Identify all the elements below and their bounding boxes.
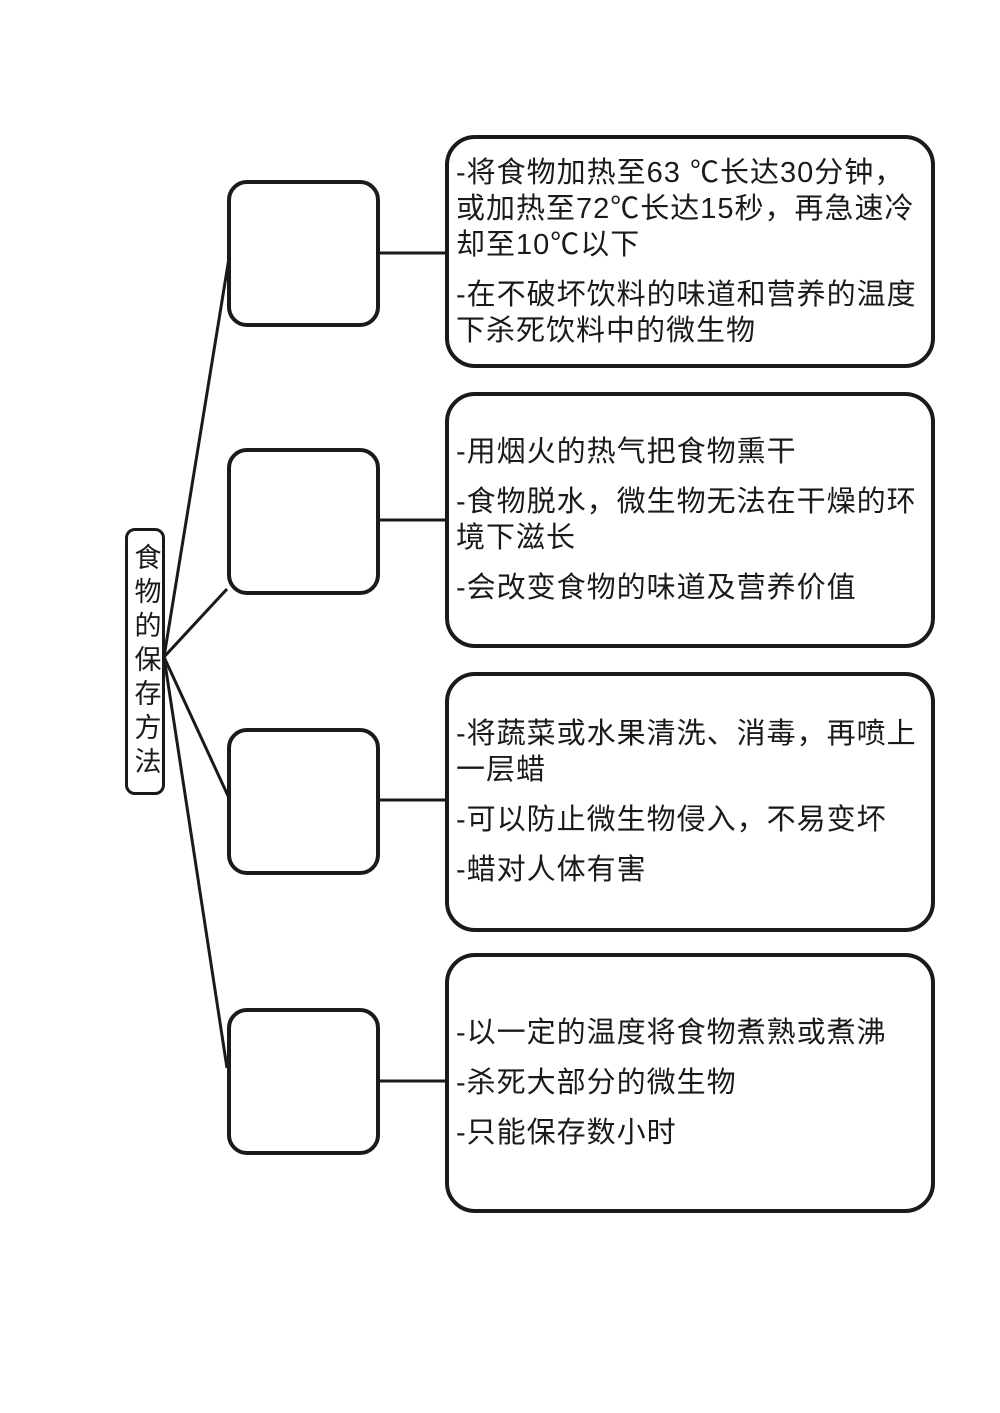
detail-text: -将蔬菜或水果清洗、消毒，再喷上一层蜡 xyxy=(456,718,917,786)
method-answer-box-2[interactable] xyxy=(227,448,380,595)
method-answer-box-1[interactable] xyxy=(227,180,380,327)
detail-box-3: -将蔬菜或水果清洗、消毒，再喷上一层蜡 -可以防止微生物侵入，不易变坏 -蜡对人… xyxy=(445,672,935,932)
detail-box-4: -以一定的温度将食物煮熟或煮沸 -杀死大部分的微生物 -只能保存数小时 xyxy=(445,953,935,1213)
detail-text: -只能保存数小时 xyxy=(456,1117,677,1149)
detail-box-2: -用烟火的热气把食物熏干 -食物脱水，微生物无法在干燥的环境下滋长 -会改变食物… xyxy=(445,392,935,648)
method-answer-box-4[interactable] xyxy=(227,1008,380,1155)
branch-line-2 xyxy=(162,587,229,659)
method-answer-box-3[interactable] xyxy=(227,728,380,875)
branch-line-4 xyxy=(162,656,229,1069)
branch-line-1 xyxy=(162,257,231,658)
detail-box-1: -将食物加热至63 ℃长达30分钟，或加热至72℃长达15秒，再急速冷却至10℃… xyxy=(445,135,935,368)
detail-text: -蜡对人体有害 xyxy=(456,854,647,886)
detail-text: -可以防止微生物侵入，不易变坏 xyxy=(456,804,887,836)
branch-line-3 xyxy=(162,656,231,799)
detail-text: -用烟火的热气把食物熏干 xyxy=(456,436,797,468)
root-topic-box: 食物的保存方法 xyxy=(125,528,165,795)
detail-text: -以一定的温度将食物煮熟或煮沸 xyxy=(456,1017,887,1049)
root-topic-label: 食物的保存方法 xyxy=(130,542,161,781)
detail-text: -食物脱水，微生物无法在干燥的环境下滋长 xyxy=(456,486,917,554)
detail-text: -将食物加热至63 ℃长达30分钟，或加热至72℃长达15秒，再急速冷却至10℃… xyxy=(456,156,915,261)
detail-text: -会改变食物的味道及营养价值 xyxy=(456,572,857,604)
detail-text: -杀死大部分的微生物 xyxy=(456,1067,737,1099)
detail-text: -在不破坏饮料的味道和营养的温度下杀死饮料中的微生物 xyxy=(456,278,917,347)
